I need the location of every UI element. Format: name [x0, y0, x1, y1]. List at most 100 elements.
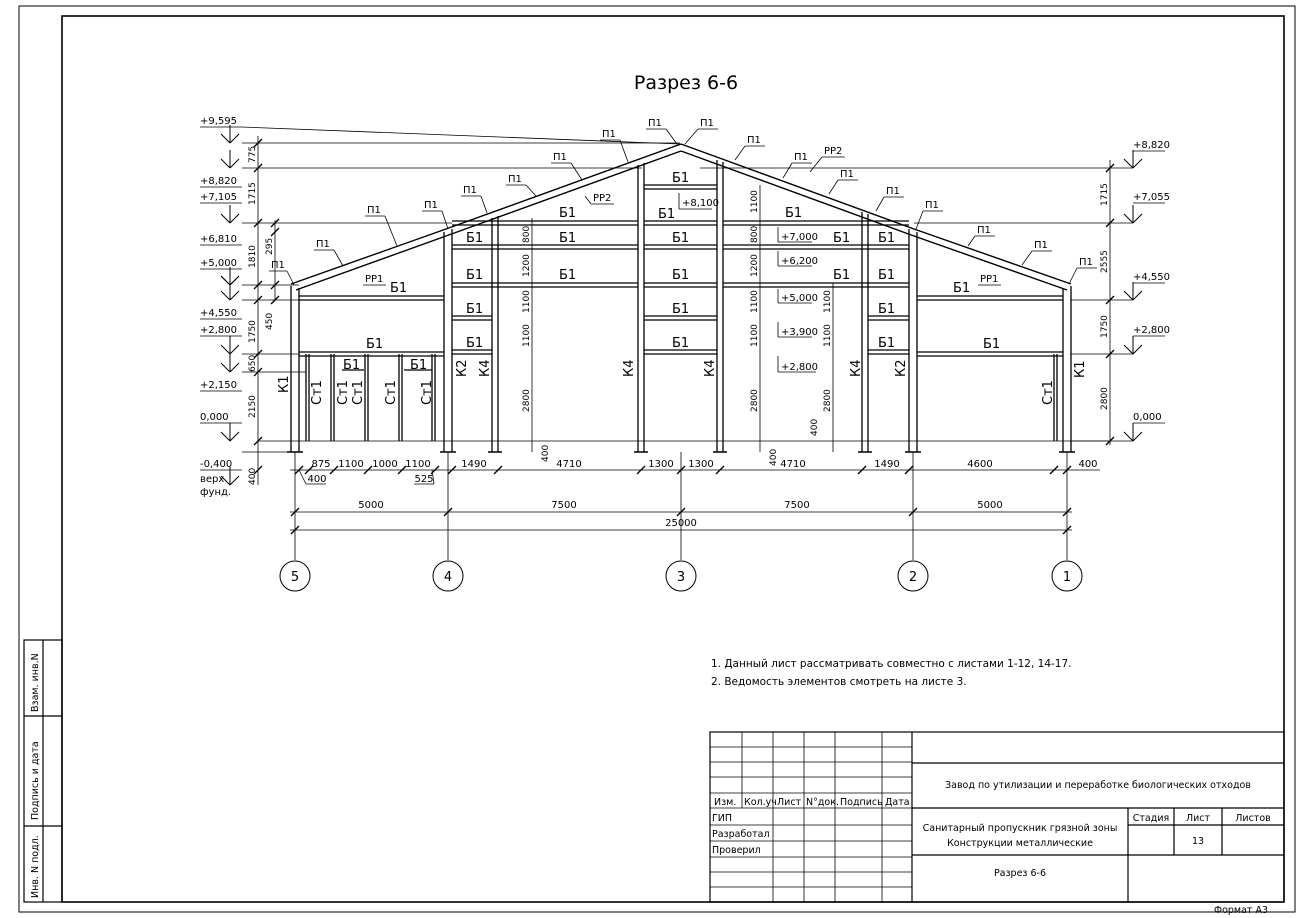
note-line: 1. Данный лист рассматривать совместно с… [711, 658, 1072, 670]
dim-label: 1100 [750, 290, 760, 313]
mark-p1: П1 [463, 185, 477, 196]
level-label: +3,900 [781, 327, 818, 338]
stamp-header: Дата [885, 797, 910, 808]
level-label: +5,000 [200, 258, 237, 269]
mark-pp1: РР1 [980, 274, 998, 285]
mark-p1: П1 [794, 152, 808, 163]
element-marks: Б1 Б1 Б1 Б1 Б1 Б1 Б1 Б1 Б1 Б1 Б1 Б1 Б1 Б… [269, 118, 1097, 405]
stamp-object: Санитарный пропускник грязной зоны [923, 823, 1118, 834]
mark-p1: П1 [747, 135, 761, 146]
side-stamp-label: Инв. N подл. [30, 835, 41, 898]
dim-label: 800 [750, 226, 760, 243]
mark-b1: Б1 [559, 206, 576, 221]
stamp-header: Подпись [840, 797, 883, 808]
mark-b1: Б1 [672, 302, 689, 317]
dim-label: 1100 [522, 290, 532, 313]
mark-k4: К4 [849, 359, 864, 377]
mark-ct1: Ст1 [384, 380, 399, 405]
mark-ct1: Ст1 [351, 380, 366, 405]
dim-label: 1715 [1100, 183, 1110, 206]
stamp-col-sheet: Лист [1186, 813, 1211, 824]
mark-b1: Б1 [343, 358, 360, 373]
dim-label: 1100 [823, 324, 833, 347]
mark-p1: П1 [700, 118, 714, 129]
mark-b1: Б1 [878, 268, 895, 283]
mark-ct1: Ст1 [420, 380, 435, 405]
note-line: 2. Ведомость элементов смотреть на листе… [711, 676, 967, 688]
mark-b1: Б1 [953, 281, 970, 296]
stamp-sheet-number: 13 [1192, 836, 1204, 847]
bottom-dimensions: 875 1100 1000 1100 1490 4710 1300 1300 4… [290, 452, 1100, 560]
title-block: Изм. Кол.уч Лист N°док. Подпись Дата ГИП… [709, 731, 1285, 903]
dim-label: 2800 [750, 389, 760, 412]
mark-b1: Б1 [785, 206, 802, 221]
axis-label: 2 [909, 570, 917, 585]
level-label: +4,550 [200, 308, 237, 319]
mark-b1: Б1 [878, 336, 895, 351]
dim-label: 1300 [648, 459, 673, 470]
mark-p1: П1 [316, 239, 330, 250]
mark-p1: П1 [977, 225, 991, 236]
level-label: +8,100 [682, 198, 719, 209]
dim-label: 1490 [874, 459, 899, 470]
dim-label: 525 [414, 474, 433, 485]
dim-label: 1300 [688, 459, 713, 470]
dim-label: 1200 [522, 254, 532, 277]
mark-b1: Б1 [878, 231, 895, 246]
stamp-object: Конструкции металлические [947, 838, 1093, 849]
axis-label: 1 [1063, 570, 1071, 585]
dim-label: 295 [265, 238, 275, 255]
mark-b1: Б1 [466, 231, 483, 246]
mark-b1: Б1 [466, 268, 483, 283]
mark-p1: П1 [602, 129, 616, 140]
axis-label: 5 [291, 570, 299, 585]
mark-p1: П1 [648, 118, 662, 129]
stamp-col-stage: Стадия [1133, 813, 1169, 824]
mark-b1: Б1 [833, 268, 850, 283]
mark-p1: П1 [1079, 257, 1093, 268]
mark-pp2: РР2 [824, 146, 842, 157]
dim-label: 1100 [338, 459, 363, 470]
mark-b1: Б1 [466, 302, 483, 317]
axis-label: 4 [444, 570, 452, 585]
dim-label: 1100 [522, 324, 532, 347]
format-label: Формат А3 [1214, 905, 1268, 916]
mark-b1: Б1 [833, 231, 850, 246]
dim-label: 2800 [1100, 387, 1110, 410]
level-label: +8,820 [1133, 140, 1170, 151]
mark-b1: Б1 [559, 268, 576, 283]
mark-p1: П1 [508, 174, 522, 185]
level-label: +7,055 [1133, 192, 1170, 203]
axis-markers: 5 4 3 2 1 [279, 560, 1083, 592]
mark-b1: Б1 [466, 336, 483, 351]
mark-p1: П1 [840, 169, 854, 180]
dim-label: 4710 [780, 459, 805, 470]
level-label: +8,820 [200, 176, 237, 187]
stamp-header: Кол.уч [744, 797, 777, 808]
mark-p1: П1 [271, 260, 285, 271]
mark-p1: П1 [553, 152, 567, 163]
mark-b1: Б1 [390, 281, 407, 296]
roof-rafter-right [680, 143, 1072, 285]
levels-center: +8,100 +7,000 +6,200 +5,000 +3,900 +2,80… [522, 185, 834, 466]
stamp-sheet-title: Разрез 6-6 [994, 868, 1046, 879]
mark-pp2: РР2 [593, 193, 611, 204]
dim-label: 400 [769, 449, 779, 466]
dim-label: 1100 [823, 290, 833, 313]
level-label: 0,000 [200, 412, 229, 423]
mark-ct1: Ст1 [336, 380, 351, 405]
mark-p1: П1 [424, 200, 438, 211]
dim-label: 400 [307, 474, 326, 485]
mark-pp1: РР1 [365, 274, 383, 285]
level-label: +2,800 [200, 325, 237, 336]
dim-label: 1750 [248, 320, 258, 343]
dim-label: 450 [265, 313, 275, 330]
mark-b1: Б1 [658, 207, 675, 222]
stamp-role: Разработал [712, 829, 770, 840]
mark-b1: Б1 [559, 231, 576, 246]
dim-label: 4600 [967, 459, 992, 470]
mark-ct1: Ст1 [1041, 380, 1056, 405]
mark-k4: К4 [478, 359, 493, 377]
mark-b1: Б1 [983, 337, 1000, 352]
stamp-header: N°док. [806, 797, 839, 808]
